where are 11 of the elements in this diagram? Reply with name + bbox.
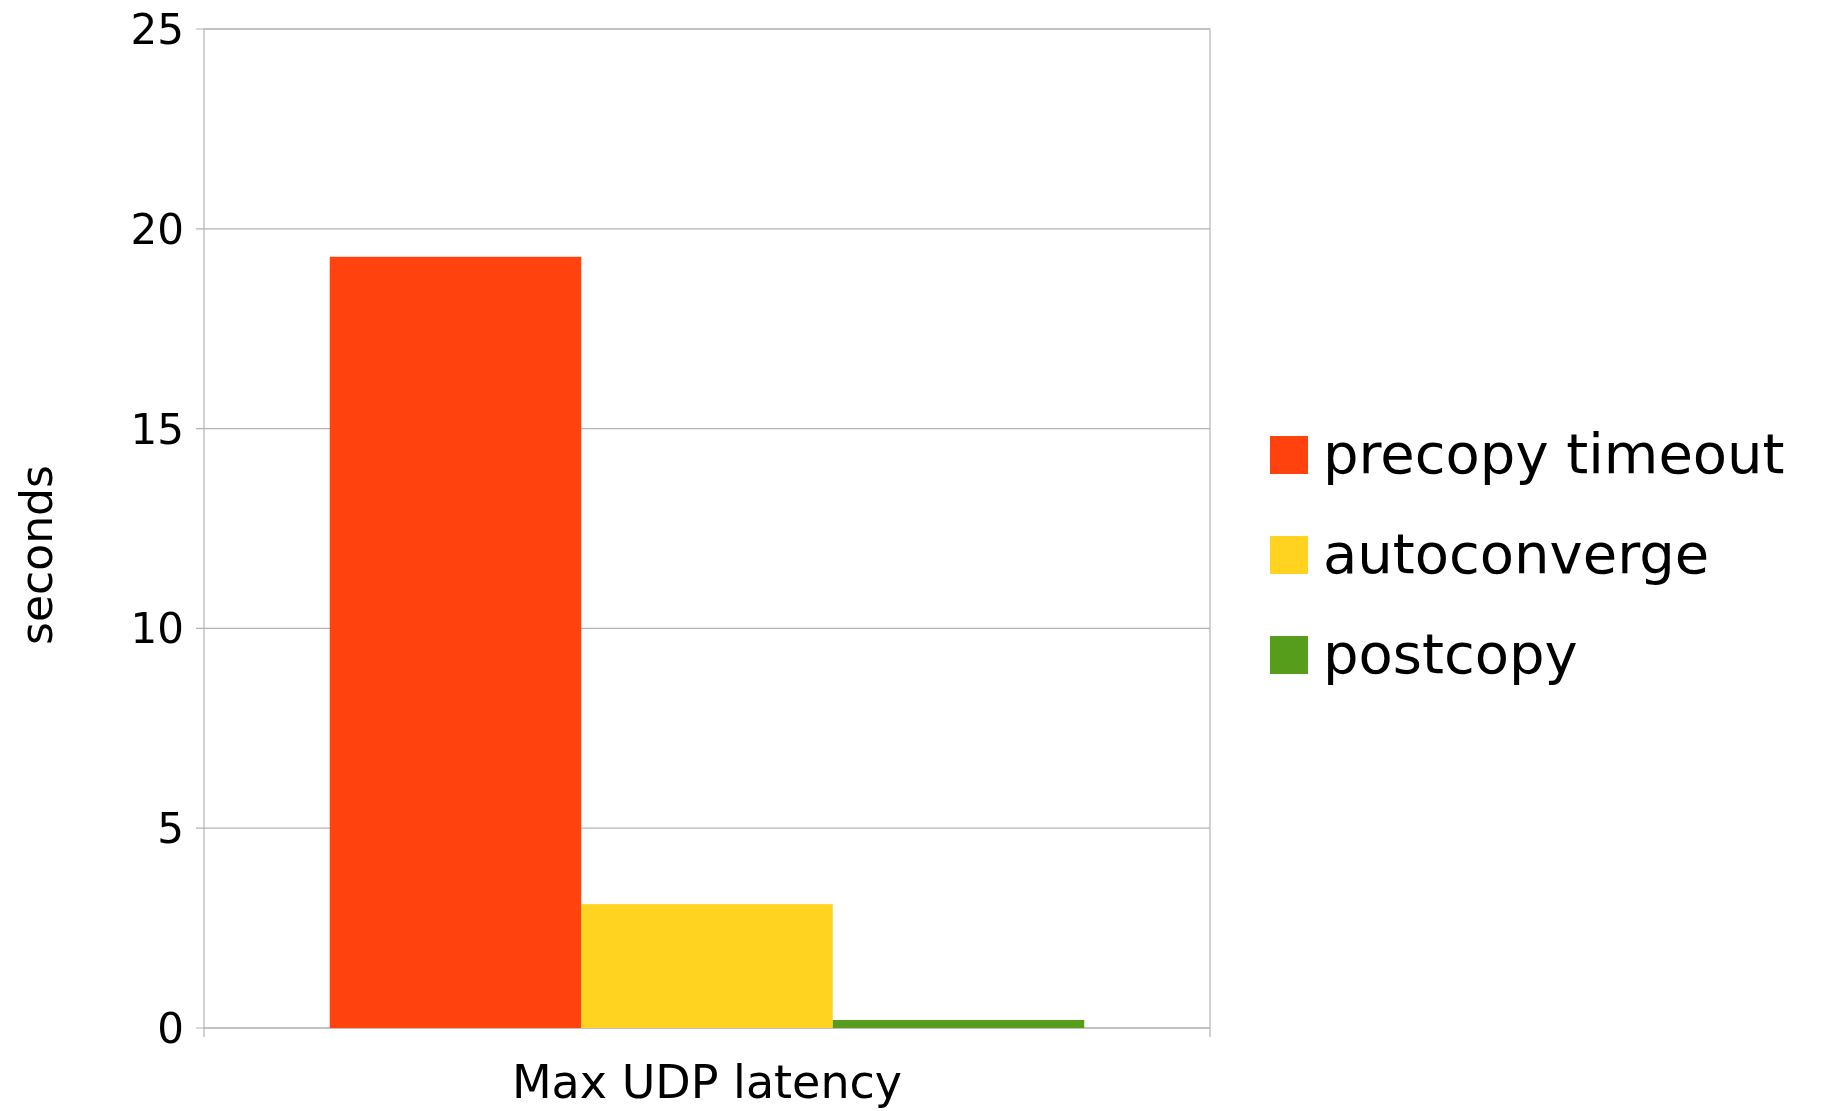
legend-label: autoconverge <box>1323 521 1710 586</box>
legend-label: postcopy <box>1323 621 1578 686</box>
y-tick-label: 25 <box>130 5 184 54</box>
x-category-label: Max UDP latency <box>511 1055 903 1109</box>
legend-label: precopy timeout <box>1323 421 1785 486</box>
y-axis-title: seconds <box>11 465 62 645</box>
y-tick-label: 15 <box>130 404 184 454</box>
y-tick-label: 10 <box>130 604 184 654</box>
y-tick-label: 0 <box>157 1004 184 1053</box>
y-tick-label: 5 <box>157 804 184 854</box>
y-tick-label: 20 <box>130 204 184 254</box>
